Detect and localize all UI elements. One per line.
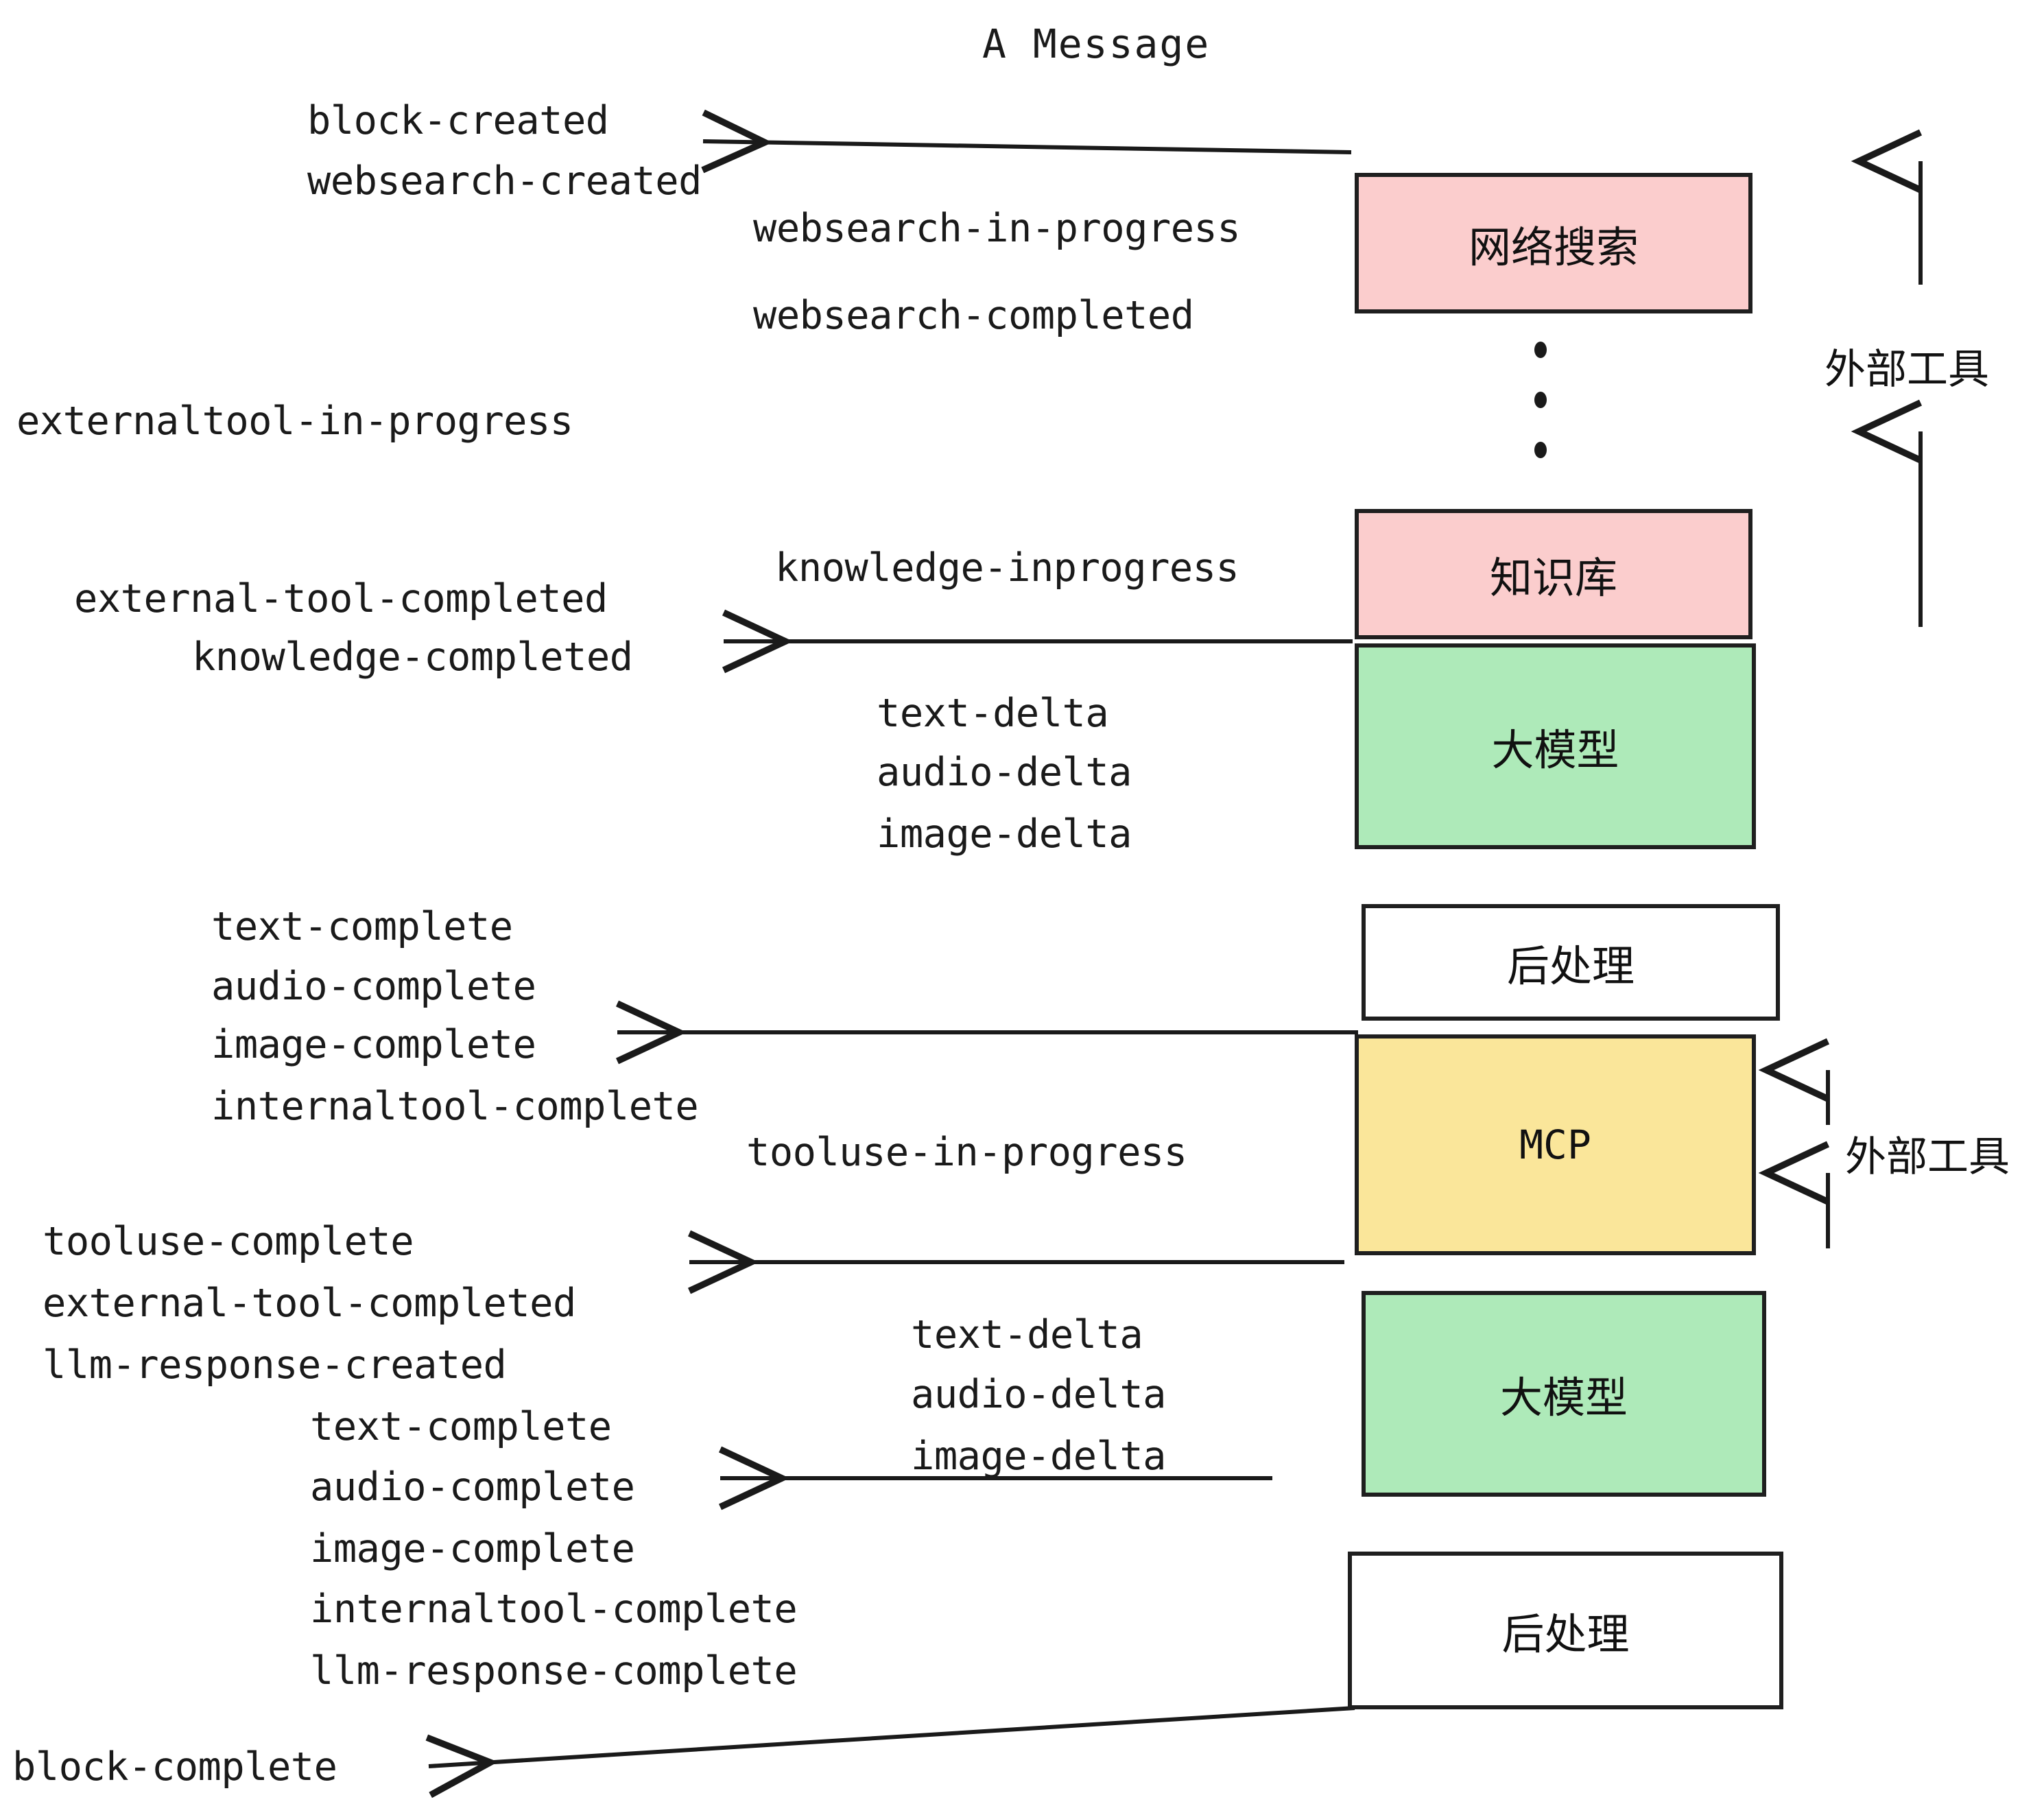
event-external-tool-completed-1: external-tool-completed — [74, 576, 608, 621]
event-internaltool-complete-1: internaltool-complete — [211, 1084, 699, 1129]
event-externaltool-in-progress: externaltool-in-progress — [16, 399, 573, 444]
event-websearch-completed: websearch-completed — [753, 293, 1194, 338]
box-llm-bottom: 大模型 — [1362, 1291, 1766, 1497]
box-knowledge-label: 知识库 — [1489, 553, 1617, 603]
event-websearch-in-progress: websearch-in-progress — [753, 206, 1241, 251]
event-block-complete: block-complete — [12, 1744, 337, 1790]
diagram-title: A Message — [982, 21, 1211, 67]
event-audio-complete-2: audio-complete — [310, 1464, 635, 1510]
event-image-delta-1: image-delta — [877, 811, 1132, 857]
event-tooluse-in-progress: tooluse-in-progress — [746, 1130, 1187, 1175]
dot-1 — [1534, 342, 1547, 358]
ellipsis-vertical-dots — [1533, 342, 1548, 458]
arrow-post-bottom-to-block-complete — [425, 1706, 1355, 1799]
dot-3 — [1534, 442, 1547, 458]
side-label-external-tools-top: 外部工具 — [1825, 346, 1989, 394]
side-label-external-tools-bottom: 外部工具 — [1845, 1133, 2010, 1181]
event-internaltool-complete-2: internaltool-complete — [310, 1587, 798, 1632]
box-post-processing-top-label: 后处理 — [1506, 941, 1635, 991]
event-llm-response-created: llm-response-created — [43, 1342, 507, 1388]
event-image-complete-1: image-complete — [211, 1022, 536, 1067]
box-post-processing-bottom-label: 后处理 — [1501, 1609, 1630, 1659]
event-external-tool-completed-2: external-tool-completed — [43, 1281, 576, 1326]
event-text-complete-2: text-complete — [310, 1404, 612, 1449]
box-post-processing-bottom: 后处理 — [1348, 1552, 1783, 1709]
box-post-processing-top: 后处理 — [1362, 904, 1780, 1021]
event-knowledge-completed: knowledge-completed — [192, 634, 633, 680]
event-websearch-created: websearch-created — [307, 158, 702, 204]
event-image-complete-2: image-complete — [310, 1526, 635, 1571]
box-llm-bottom-label: 大模型 — [1499, 1373, 1628, 1423]
box-mcp: MCP — [1355, 1034, 1756, 1255]
event-text-delta-1: text-delta — [877, 691, 1109, 736]
event-text-complete-1: text-complete — [211, 904, 513, 949]
event-knowledge-inprogress: knowledge-inprogress — [775, 545, 1239, 591]
event-tooluse-complete: tooluse-complete — [43, 1219, 414, 1264]
box-websearch-label: 网络搜索 — [1468, 222, 1639, 272]
event-llm-response-complete: llm-response-complete — [310, 1648, 798, 1694]
box-llm-top-label: 大模型 — [1491, 725, 1619, 775]
event-audio-complete-1: audio-complete — [211, 964, 536, 1009]
event-text-delta-2: text-delta — [911, 1312, 1143, 1357]
dot-2 — [1534, 392, 1547, 408]
event-audio-delta-1: audio-delta — [877, 750, 1132, 795]
box-websearch: 网络搜索 — [1355, 173, 1752, 313]
box-knowledge: 知识库 — [1355, 509, 1752, 639]
box-llm-top: 大模型 — [1355, 643, 1756, 849]
event-audio-delta-2: audio-delta — [911, 1372, 1167, 1417]
box-mcp-label: MCP — [1519, 1121, 1591, 1168]
event-block-created: block-created — [307, 98, 609, 143]
event-image-delta-2: image-delta — [911, 1434, 1167, 1479]
arrow-websearch-to-block-created — [701, 109, 1352, 174]
